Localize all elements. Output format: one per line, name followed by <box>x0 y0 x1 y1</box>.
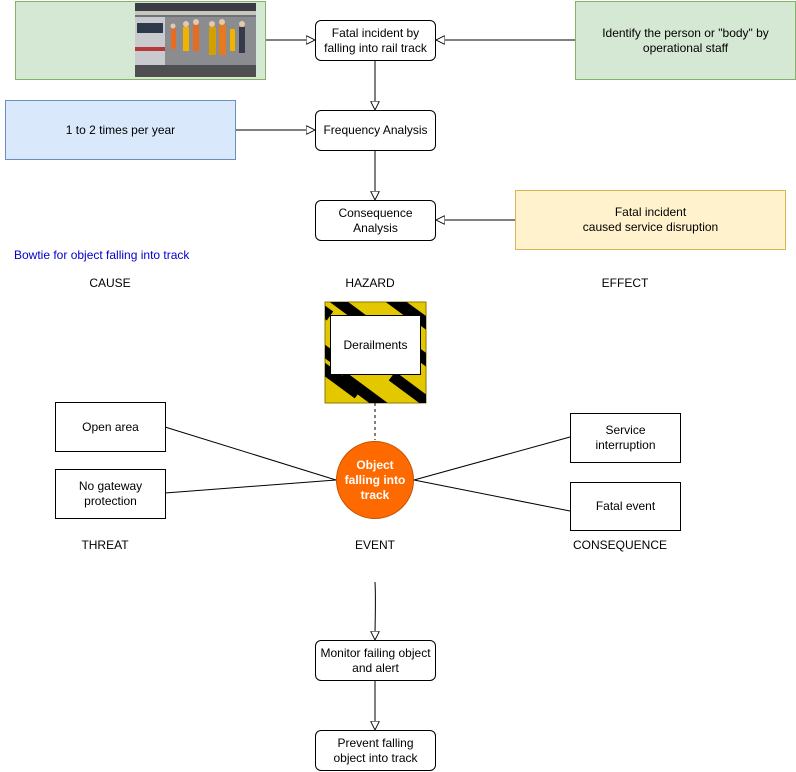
prevent-falling-box[interactable]: Prevent falling object into track <box>315 730 436 771</box>
identify-person-box[interactable]: Identify the person or "body" by operati… <box>575 1 796 80</box>
bowtie-title: Bowtie for object falling into track <box>14 248 190 262</box>
frequency-analysis-box[interactable]: Frequency Analysis <box>315 110 436 151</box>
fatal-incident-box[interactable]: Fatal incident by falling into rail trac… <box>315 20 436 61</box>
monitor-alert-box[interactable]: Monitor failing object and alert <box>315 640 436 681</box>
threat-open-area-box[interactable]: Open area <box>55 402 166 452</box>
consequence-service-interruption-box[interactable]: Service interruption <box>570 413 681 463</box>
threat-footer: THREAT <box>81 538 129 552</box>
platform-photo <box>135 3 256 77</box>
hazard-derailments-box[interactable]: Derailments <box>330 315 421 375</box>
consequence-analysis-box[interactable]: Consequence Analysis <box>315 200 436 241</box>
frequency-rate-box[interactable]: 1 to 2 times per year <box>5 100 236 160</box>
threat-line-open-area <box>164 426 337 481</box>
effect-header: EFFECT <box>601 276 649 290</box>
service-disruption-box[interactable]: Fatal incident caused service disruption <box>515 190 786 250</box>
cause-header: CAUSE <box>89 276 131 290</box>
hazard-header: HAZARD <box>345 276 395 290</box>
threat-line-no-gateway <box>164 479 337 494</box>
consequence-fatal-event-box[interactable]: Fatal event <box>570 482 681 531</box>
event-footer: EVENT <box>354 538 395 552</box>
threat-no-gateway-box[interactable]: No gateway protection <box>55 469 166 519</box>
consequence-line-service <box>413 436 571 481</box>
event-object-falling-circle[interactable]: Object falling into track <box>336 441 414 519</box>
consequence-footer: CONSEQUENCE <box>572 538 667 552</box>
consequence-line-fatal <box>413 479 571 512</box>
